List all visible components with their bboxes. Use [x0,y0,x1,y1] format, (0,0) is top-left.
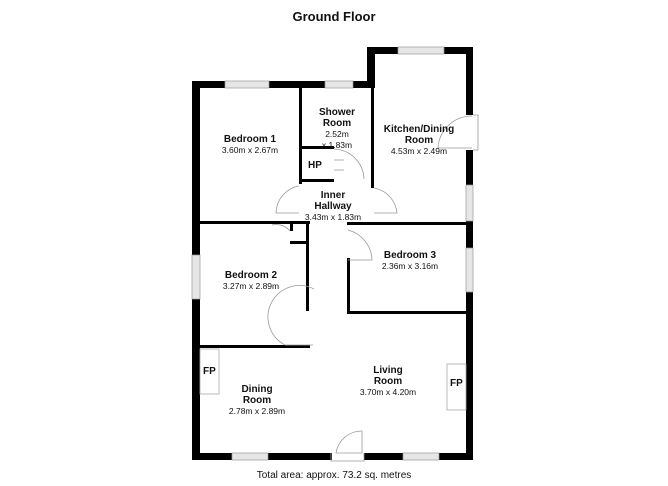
room-bedroom2: Bedroom 2 3.27m x 2.89m [223,270,279,292]
room-name-line2: Hallway [314,201,352,212]
door-bedroom2 [271,224,291,232]
room-name: Inner [320,190,346,201]
room-dims: 3.70m x 4.20m [359,387,417,397]
wall-hp-top [299,146,334,149]
window-kitchen [397,46,445,55]
door-front [335,430,363,454]
room-kitchen: Kitchen/Dining Room 4.53m x 2.49m [384,124,455,157]
room-dims: 3.27m x 2.89m [222,281,280,291]
floor-title: Ground Floor [292,9,376,24]
door-kitchen [373,187,398,214]
door-kitchen-external [437,115,473,149]
wall-north-left [192,81,375,88]
wall-bed2-hall [306,221,309,311]
fireplace-label-living: FP [450,378,463,389]
door-shower [333,148,365,180]
room-name-line2: Room [373,376,403,387]
window-living [402,452,440,461]
room-dims: 2.36m x 3.16m [381,261,439,271]
room-dining: Dining Room 2.78m x 2.89m [229,384,285,417]
room-name: HP [308,160,322,171]
wall-shower-kitchen [371,88,374,188]
wall-bed3-west [347,258,350,313]
room-name-line2: Room [404,135,434,146]
wall-bed3-top [347,222,466,225]
wall-kitchen-step [367,47,375,88]
window-dining [231,452,269,461]
room-living: Living Room 3.70m x 4.20m [360,365,416,398]
room-dims: 2.52m [325,129,349,139]
total-area: Total area: approx. 73.2 sq. metres [256,470,412,481]
room-dims: 4.53m x 2.49m [390,146,448,156]
room-dims: 2.78m x 2.89m [228,406,286,416]
wall-hp-bottom [299,179,334,182]
window-bedroom3 [465,247,474,293]
room-bedroom1: Bedroom 1 3.60m x 2.67m [222,134,278,156]
wall-bed3-bottom [347,311,466,314]
room-name: Bedroom 3 [383,250,437,261]
room-name-line2: Room [242,395,272,406]
room-hp: HP [308,160,322,171]
room-name-line2: Room [322,118,352,129]
door-bedroom1 [275,185,300,214]
room-name: Dining [241,384,273,395]
room-name: Bedroom 1 [223,134,277,145]
wall-bed1-bed2 [200,221,310,224]
room-name: Shower [318,107,356,118]
room-shower: Shower Room 2.52m x 1.83m [319,107,355,151]
fireplace-label-dining: FP [203,366,216,377]
window-bedroom2 [191,254,201,300]
window-bedroom1 [224,80,270,89]
room-name: Living [373,365,403,376]
room-name: Bedroom 2 [224,270,278,281]
fireplace-dining [199,348,220,395]
room-hallway: Inner Hallway 3.43m x 1.83m [305,190,361,223]
wall-bed1-shower [299,88,302,184]
window-shower [324,80,354,89]
room-dims: 3.60m x 2.67m [221,145,279,155]
door-bedroom3 [347,229,373,261]
room-bedroom3: Bedroom 3 2.36m x 3.16m [382,250,438,272]
wall-bed2-dining [200,345,310,348]
fireplace-living [446,363,467,411]
window-kitchen-east [465,184,474,222]
room-dims-line2: x 1.83m [321,140,353,150]
room-name: Kitchen/Dining [383,124,455,135]
room-dims: 3.43m x 1.83m [304,212,362,222]
door-living [267,285,315,346]
